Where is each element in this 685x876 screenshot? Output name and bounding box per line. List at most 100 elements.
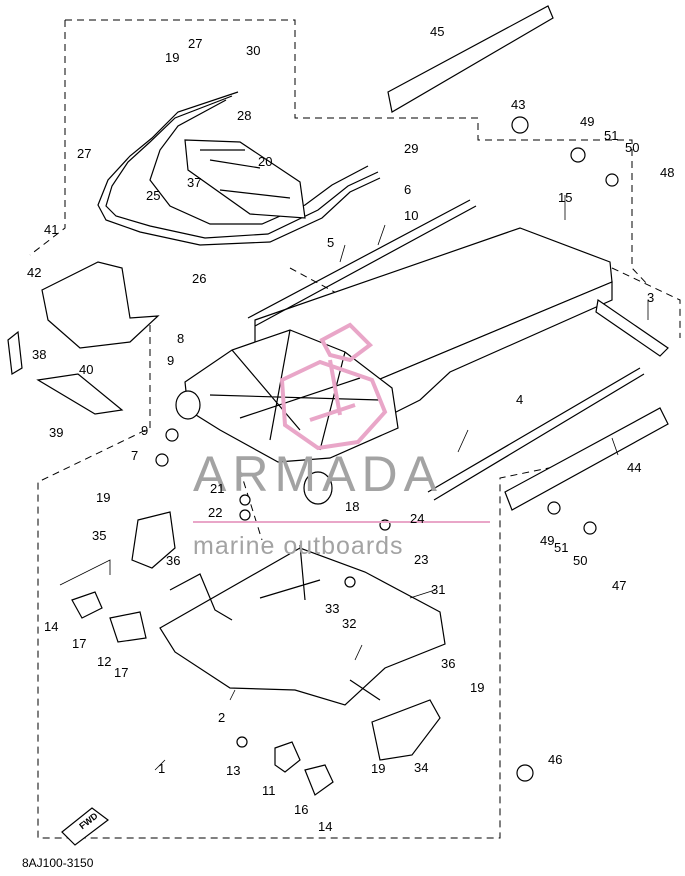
callout-label: 6 [404,182,411,197]
callout-label: 17 [72,636,86,651]
bracket-20-detail [200,149,291,199]
washer-50-bottom [583,521,597,535]
callout-label: 38 [32,347,46,362]
callout-label: 19 [165,50,179,65]
shock-mount-right [303,471,333,505]
callout-label: 45 [430,24,444,39]
callout-label: 16 [294,802,308,817]
callout-label: 35 [92,528,106,543]
callout-label: 31 [431,582,445,597]
side-cover-34 [371,699,441,761]
nut-13 [236,736,248,748]
watermark: ARMADA marine outboards [193,322,490,560]
callout-label: 29 [404,141,418,156]
callout-label: 17 [114,665,128,680]
callout-label: 40 [79,362,93,377]
callout-label: 19 [470,680,484,695]
grommet-7 [155,453,169,467]
callout-label: 46 [548,752,562,767]
callout-label: 47 [612,578,626,593]
washer-22 [239,509,251,521]
cap-46 [516,764,534,782]
nut-49-bottom [547,501,561,515]
watermark-tagline: marine outboards [193,532,404,560]
grommet-9 [165,428,179,442]
callout-label: 51 [554,540,568,555]
side-cover-35 [131,511,176,569]
plate-38 [7,330,23,375]
callout-label: 12 [97,654,111,669]
forward-arrow-icon: FWD [61,807,109,846]
bracket-20 [184,139,306,219]
skid-plate-2 [159,547,446,706]
bumper-middle [105,95,379,239]
callout-label: 4 [516,392,523,407]
callout-label: 26 [192,271,206,286]
callout-label: 14 [318,819,332,834]
callout-label: 20 [258,154,272,169]
front-frame [184,329,399,463]
group-boundary-right [611,267,681,338]
group-boundary-bumper [65,19,649,286]
callout-label: 50 [573,553,587,568]
callout-label: 34 [414,760,428,775]
callout-label: 2 [218,710,225,725]
callout-label: 36 [441,656,455,671]
callout-label: 10 [404,208,418,223]
callout-label: 3 [647,290,654,305]
callout-label: 50 [625,140,639,155]
skid-plate-detail [169,544,381,701]
callout-label: 49 [580,114,594,129]
bracket-17-left [71,591,103,619]
callout-label: 14 [44,619,58,634]
cap-43 [511,116,529,134]
watermark-brand: ARMADA [193,446,443,502]
callout-label: 41 [44,222,58,237]
callout-label: 18 [345,499,359,514]
callout-label: 22 [208,505,222,520]
front-frame-braces [209,329,381,451]
group-boundary-left [29,20,613,839]
callout-label: 37 [187,175,201,190]
callout-label: 44 [627,460,641,475]
side-bar-3 [595,298,669,357]
callout-label: 24 [410,511,424,526]
washer-50-top [605,173,619,187]
callout-label: 13 [226,763,240,778]
callout-label: 43 [511,97,525,112]
callout-label: 21 [210,481,224,496]
callout-label: 8 [177,331,184,346]
watermark-logo-icon [279,322,388,451]
callout-label: 42 [27,265,41,280]
callout-label: 36 [166,553,180,568]
bracket-16 [304,764,334,796]
callout-label: 11 [262,783,276,798]
callout-label: 9 [141,423,148,438]
rail-5 [247,199,477,327]
bracket-12 [109,611,147,643]
drawing-code: 8AJ100-3150 [22,856,94,870]
plate-39 [36,373,124,415]
callout-label: 49 [540,533,554,548]
callout-label: 51 [604,128,618,143]
callout-label: 9 [167,353,174,368]
callout-label: 27 [77,146,91,161]
callout-label: 5 [327,235,334,250]
callout-label: 48 [660,165,674,180]
callout-label: 33 [325,601,339,616]
shock-mount-left [175,390,201,420]
leader-lines [59,195,649,771]
callout-label: 19 [371,761,385,776]
rail-4 [427,367,645,501]
callout-label: 1 [158,761,165,776]
callout-label: 23 [414,552,428,567]
cover-40 [41,261,160,349]
callout-label: 15 [558,190,572,205]
callout-label: 30 [246,43,260,58]
bumper-outer [97,91,381,246]
callout-label: 19 [96,490,110,505]
callout-labels: 1 2 3 4 5 6 7 8 9 9 10 11 12 13 14 14 15… [27,24,674,834]
nut-21 [239,494,251,506]
bracket-11 [274,741,301,773]
